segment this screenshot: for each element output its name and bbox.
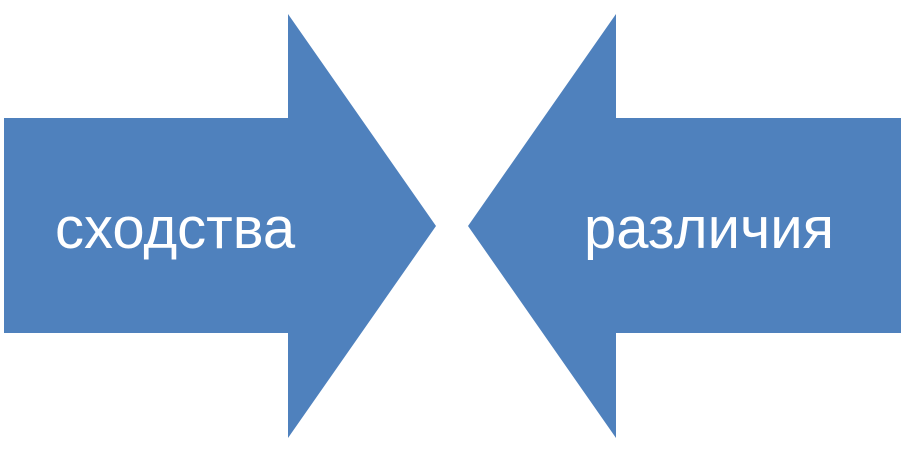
right-arrow-shape	[468, 14, 901, 438]
left-arrow: сходства	[4, 14, 436, 438]
right-arrow: различия	[468, 14, 901, 438]
right-arrow-label: различия	[584, 196, 834, 261]
left-arrow-label: сходства	[55, 196, 296, 261]
left-arrow-shape	[4, 14, 436, 438]
